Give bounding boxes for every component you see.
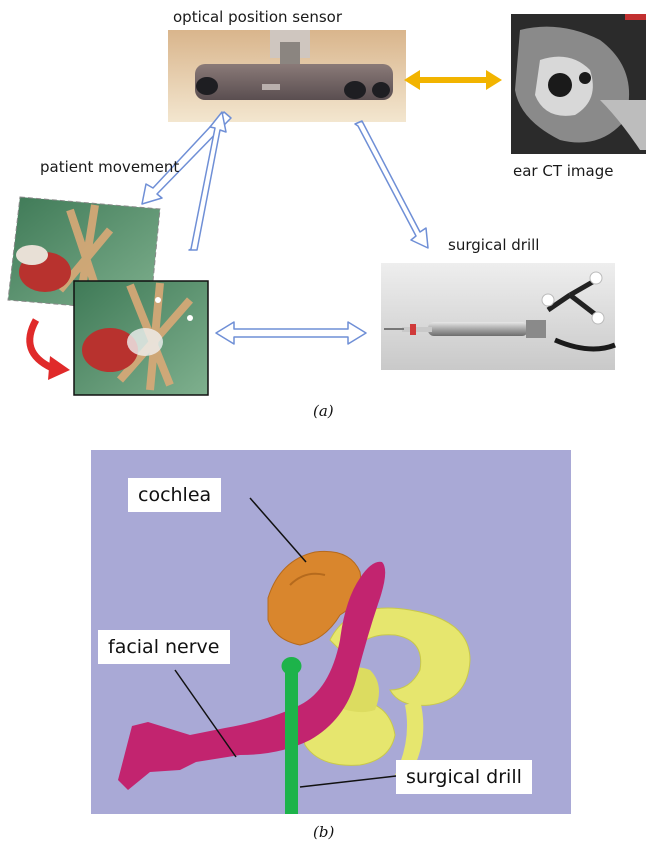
cochlea-callout: cochlea bbox=[128, 478, 221, 512]
patient-movement-label: patient movement bbox=[40, 158, 179, 176]
patient-drill-double-arrow bbox=[216, 322, 366, 344]
patient-movement-arrow bbox=[30, 320, 70, 380]
panel-a-caption: (a) bbox=[313, 402, 334, 420]
optical-sensor-label: optical position sensor bbox=[173, 8, 342, 26]
patient-photo-after bbox=[74, 281, 208, 395]
surgical-drill-callout: surgical drill bbox=[396, 760, 532, 794]
surgical-drill-label-a: surgical drill bbox=[448, 236, 539, 254]
ear-ct-image bbox=[511, 14, 646, 154]
sensor-to-drill-arrow bbox=[355, 121, 428, 248]
sensor-ct-link-arrow bbox=[404, 70, 502, 90]
panel-b-caption: (b) bbox=[313, 823, 334, 841]
ear-ct-label: ear CT image bbox=[513, 162, 613, 180]
optical-sensor-photo bbox=[168, 30, 406, 122]
facial-nerve-callout: facial nerve bbox=[98, 630, 230, 664]
surgical-drill-photo bbox=[381, 263, 615, 370]
